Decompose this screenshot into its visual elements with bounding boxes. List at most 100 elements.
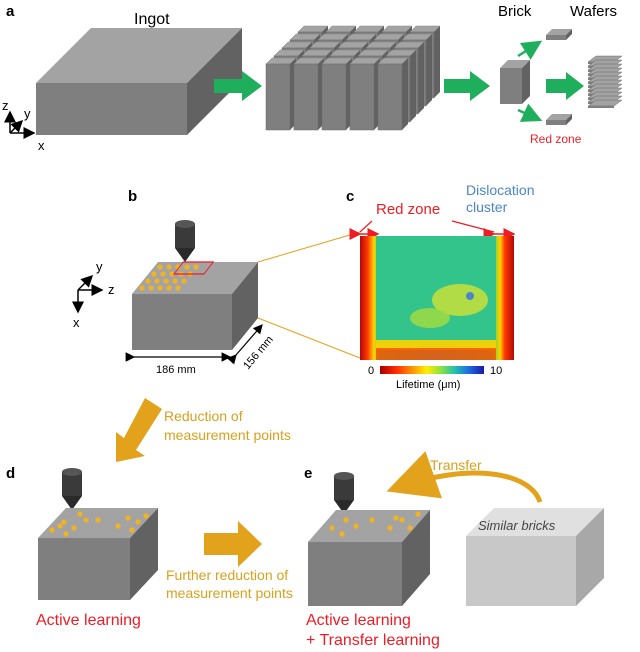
measurement-dot: [387, 525, 393, 531]
lifetime-colorbar: [380, 366, 484, 374]
measurement-dot: [339, 531, 345, 537]
red-zone-pointer-left: [359, 220, 373, 233]
grid-brick-front: [293, 63, 319, 131]
measurement-dot: [63, 531, 69, 537]
grid-brick: [349, 57, 381, 131]
panel-b: b 186 mm 156 mm y z x: [72, 188, 361, 376]
measurement-dot: [184, 264, 190, 270]
wafer-edge: [588, 106, 614, 108]
brick-grid: [265, 25, 441, 131]
measurement-dot: [181, 278, 187, 284]
grid-brick-side: [434, 26, 440, 98]
panel-e-letter: e: [304, 465, 312, 482]
grid-brick-side: [426, 34, 432, 106]
panel-b-letter: b: [128, 188, 137, 205]
grid-brick-side: [402, 58, 408, 130]
measurement-dot: [77, 511, 83, 517]
measurement-dot: [193, 264, 199, 270]
panel-d: d Active learning: [6, 465, 158, 629]
grid-brick-side: [418, 42, 424, 114]
single-brick: [500, 60, 530, 104]
grid-brick-front: [349, 63, 375, 131]
red-zone-label-a: Red zone: [530, 132, 582, 146]
green-arrow-brick-to-wafers: [546, 72, 584, 100]
panel-c-letter: c: [346, 188, 354, 205]
measurement-dot: [393, 515, 399, 521]
measurement-points-d: [49, 511, 149, 537]
red-zone-label-c: Red zone: [376, 201, 440, 218]
green-arrow-ingot-to-bricks: [214, 71, 262, 101]
measurement-dot: [369, 517, 375, 523]
dislocation-label-line2: cluster: [466, 199, 508, 215]
measurement-dot: [125, 515, 131, 521]
connector-bottom: [257, 317, 361, 359]
measurement-dot: [163, 278, 169, 284]
colorbar-min: 0: [368, 365, 374, 377]
probe-icon-d: [62, 468, 82, 518]
axis-a-x: x: [38, 138, 45, 153]
colorbar-max: 10: [490, 365, 502, 377]
orange-arrow-down: [116, 398, 162, 462]
measurement-dot: [399, 517, 405, 523]
measurement-dot: [61, 519, 67, 525]
wafer-stack: [587, 55, 623, 108]
step-de-line1: Further reduction of: [166, 567, 288, 583]
dim-depth-label: 156 mm: [241, 334, 276, 372]
green-arrow-to-bottom-slice: [517, 103, 543, 122]
measurement-dot: [115, 523, 121, 529]
measurement-dot: [172, 278, 178, 284]
ingot-block: [36, 28, 242, 135]
axis-b-x: x: [73, 315, 80, 330]
colorbar-label: Lifetime (μm): [396, 379, 460, 391]
red-zone-marker: [172, 261, 215, 275]
panel-a: a Ingot Brick Wafers: [2, 3, 623, 153]
caption-e-line1: Active learning: [306, 612, 411, 629]
measurement-dot: [71, 525, 77, 531]
measurement-dot: [415, 511, 421, 517]
measurement-dot: [166, 285, 172, 291]
measurement-dot: [139, 285, 145, 291]
step-d-to-e: Further reduction of measurement points: [166, 521, 293, 601]
axis-b-z: z: [108, 282, 115, 297]
measurement-dot: [154, 278, 160, 284]
caption-e-line2: + Transfer learning: [306, 632, 440, 649]
bottom-slice-red-zone: [546, 114, 572, 125]
measurement-dot: [157, 264, 163, 270]
axis-b-y: y: [96, 259, 103, 274]
dim-depth-line: [226, 324, 263, 365]
measurement-dot: [143, 513, 149, 519]
similar-bricks-label: Similar bricks: [478, 518, 556, 533]
connector-top: [257, 231, 361, 263]
measurement-dot: [129, 527, 135, 533]
green-arrow-bricks-to-brick: [444, 71, 490, 101]
step-bd-line2: measurement points: [164, 427, 291, 443]
measurement-points-e: [329, 511, 421, 537]
measurement-dot: [135, 519, 141, 525]
measurement-dot: [160, 271, 166, 277]
axes-a: [3, 110, 36, 139]
transfer-arrow: [386, 451, 543, 503]
top-slice: [546, 29, 572, 40]
measurement-dot: [175, 264, 181, 270]
dim-width-label: 186 mm: [156, 364, 196, 376]
similar-bricks-block: [466, 508, 604, 606]
transfer-label: Transfer: [430, 457, 482, 473]
step-bd-line1: Reduction of: [164, 408, 243, 424]
panel-d-letter: d: [6, 465, 15, 482]
measurement-dot: [343, 517, 349, 523]
measurement-dot: [151, 271, 157, 277]
grid-brick: [265, 57, 297, 131]
grid-brick-side: [410, 50, 416, 122]
grid-brick: [377, 57, 409, 131]
panel-e: e Similar bricks Transfer Active learnin…: [304, 451, 604, 649]
axis-a-y: y: [24, 106, 31, 121]
wafers-label: Wafers: [570, 3, 617, 20]
measurement-dot: [157, 285, 163, 291]
measurement-dot: [166, 264, 172, 270]
measurement-dot: [148, 285, 154, 291]
grid-brick: [293, 57, 325, 131]
caption-d: Active learning: [36, 612, 141, 629]
measurement-dot: [49, 527, 55, 533]
measurement-dot: [329, 525, 335, 531]
